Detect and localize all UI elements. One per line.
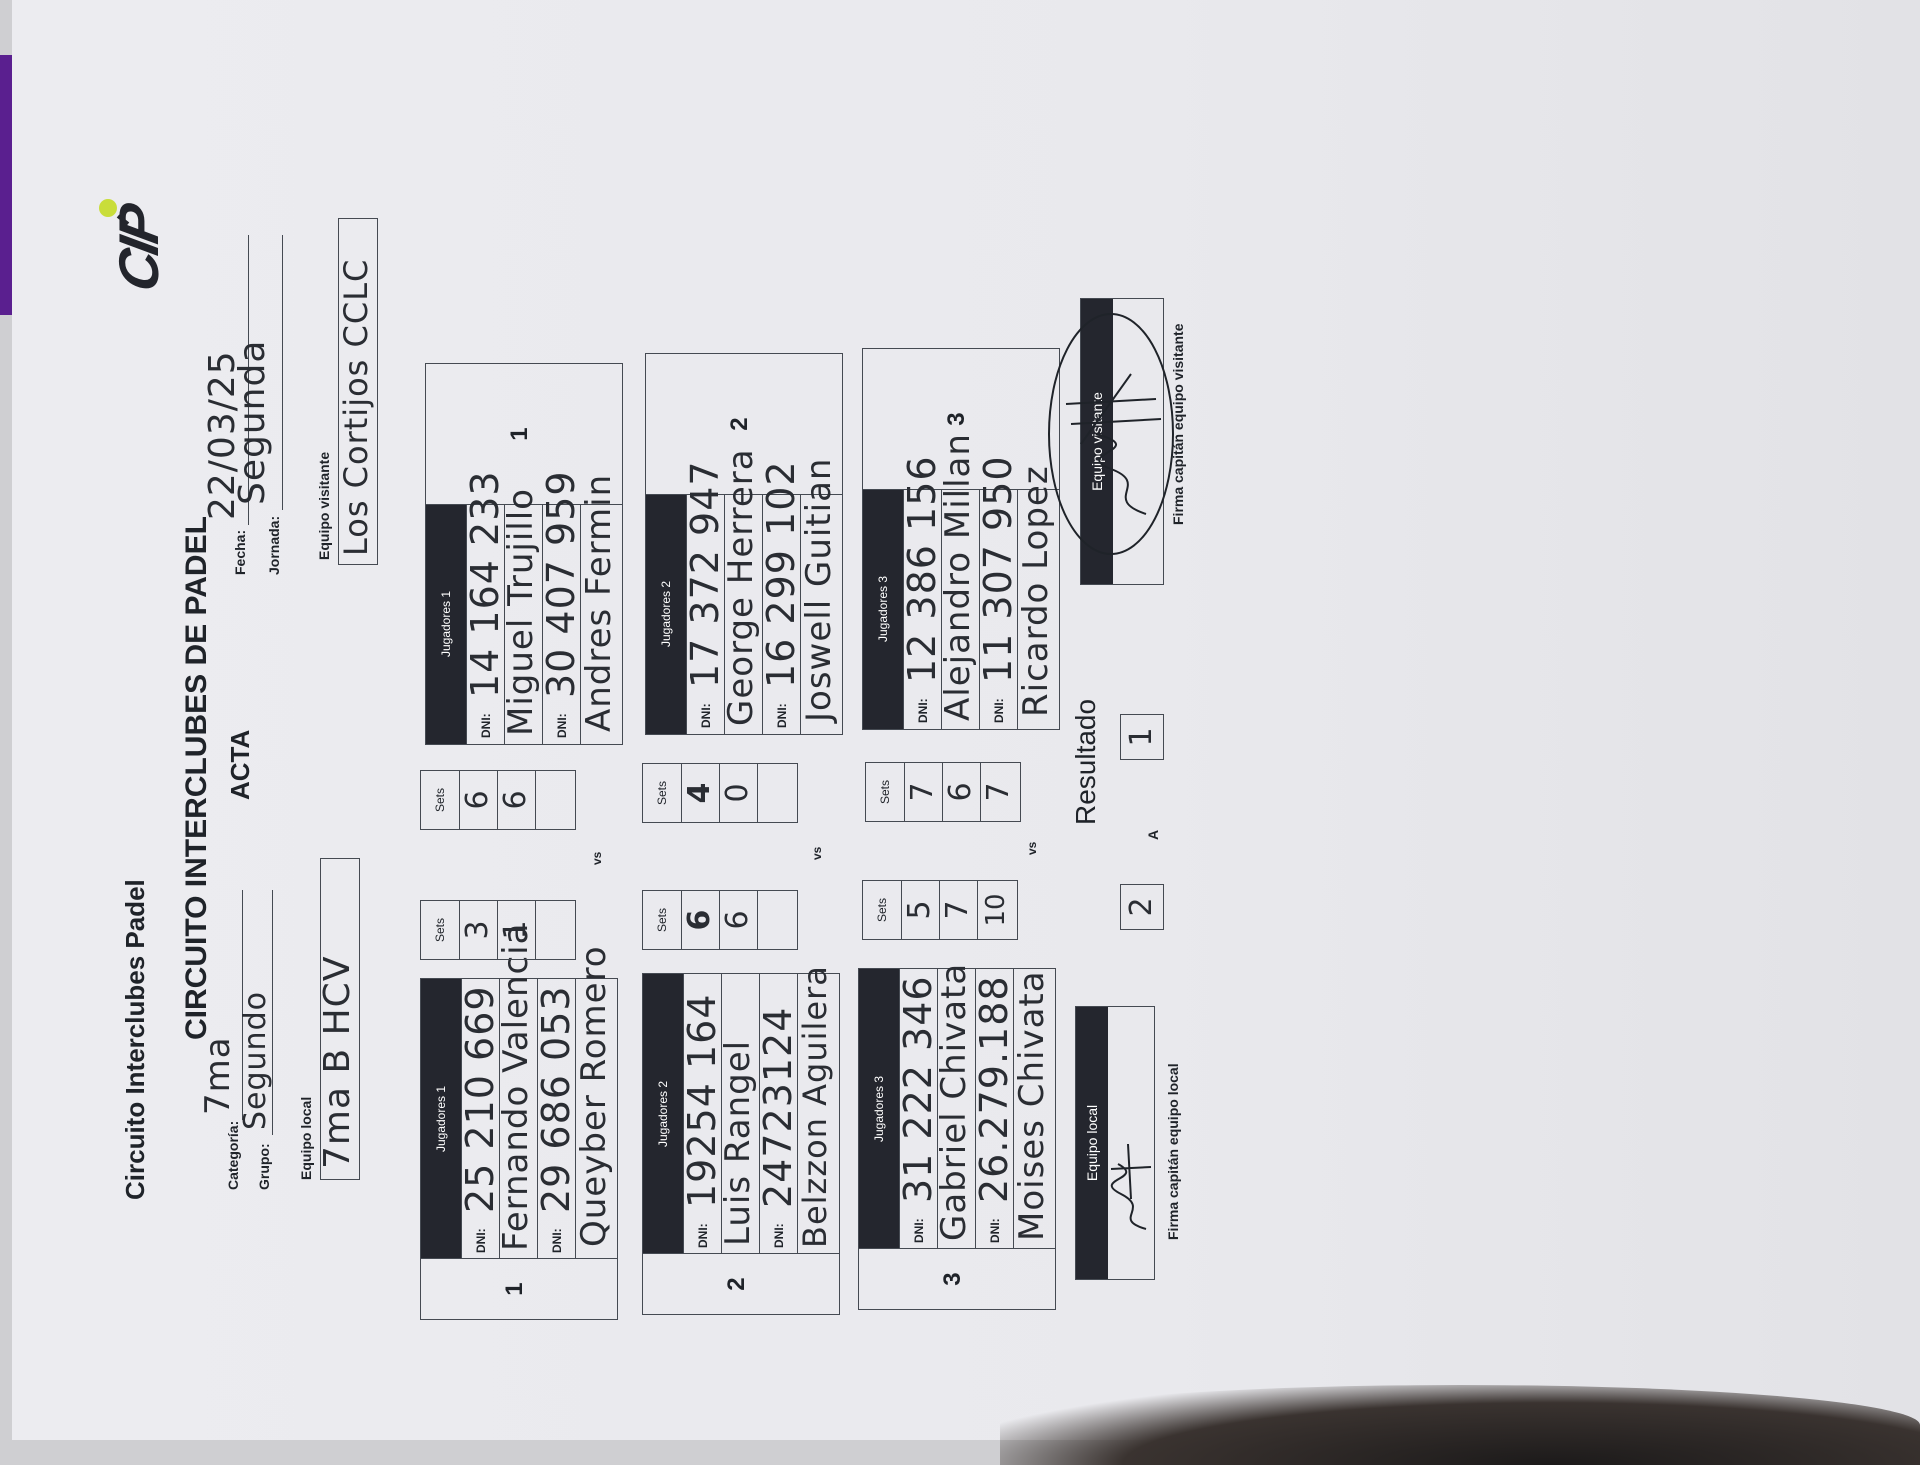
grupo-line xyxy=(272,890,273,1135)
match1-visit-dni2: 30 407 959 xyxy=(539,470,583,698)
match3-visit-dni2: 11 307 950 xyxy=(976,455,1020,683)
result-local-score[interactable]: 2 xyxy=(1120,884,1164,930)
fecha-label: Fecha: xyxy=(232,529,248,575)
match1-visit-header: Jugadores 1 xyxy=(426,504,466,744)
categoria-label: Categoría: xyxy=(225,1120,241,1190)
match1-local-header: Jugadores 1 xyxy=(421,979,461,1259)
acta-label: ACTA xyxy=(225,729,255,800)
match1-local-name1: Fernando Valencia xyxy=(496,922,536,1251)
match3-local-table: Jugadores 3 3 DNI: 31 222 346 Gabriel Ch… xyxy=(858,963,1056,1310)
match2-number: 2 xyxy=(723,1277,750,1291)
match2-local-name1: Luis Rangel xyxy=(718,1039,758,1246)
match3-number: 3 xyxy=(939,1272,966,1286)
match1-visit-number: 1 xyxy=(506,427,533,441)
match3-vs: vs xyxy=(1025,841,1039,855)
match1-visit-sets[interactable]: Sets 6 6 xyxy=(420,770,576,830)
visit-signature xyxy=(1048,313,1174,555)
match1-local-name2: Queyber Romero xyxy=(574,945,614,1247)
brand-title: Circuito Interclubes Padel xyxy=(120,879,150,1200)
match1-local-row1: DNI: 25 210 669 xyxy=(458,979,502,1259)
finger-shadow xyxy=(1000,1385,1920,1465)
form-heading: CIRCUITO INTERCLUBES DE PADEL xyxy=(180,516,213,1040)
match3-visit-sets[interactable]: Sets 7 6 7 xyxy=(865,762,1021,822)
result-visit-score[interactable]: 1 xyxy=(1120,714,1164,760)
visit-signature-caption: Firma capitán equipo visitante xyxy=(1170,323,1186,526)
match2-local-name2: Belzzon Aguilera xyxy=(796,965,834,1248)
match3-local-name2: Moises Chivata xyxy=(1012,970,1052,1241)
match2-visit-sets[interactable]: Sets 4 0 xyxy=(642,763,798,823)
equipo-visitante-label: Equipo visitante xyxy=(316,451,332,560)
match2-local-dni2: 24723124 xyxy=(756,1006,800,1208)
match2-local-table: Jugadores 2 2 DNI: 19254 164 Luis Rangel… xyxy=(642,965,840,1315)
match3-visit-name1: Alejandro Millan xyxy=(938,433,978,721)
match1-local-dni2: 29 686 053 xyxy=(534,985,578,1213)
grupo-value: Segundo xyxy=(238,991,273,1130)
grupo-label: Grupo: xyxy=(256,1143,272,1190)
jornada-line xyxy=(282,235,283,510)
match2-visit-name2: Joswell Guitian xyxy=(799,457,839,722)
match2-visit-table: Jugadores 2 2 DNI: 17 372 947 George Her… xyxy=(645,353,843,735)
match2-vs: vs xyxy=(810,846,824,860)
equipo-local-box[interactable]: 7ma B HCV xyxy=(317,858,360,1180)
equipo-visitante-value: Los Cortijos CCLC xyxy=(337,258,375,556)
match1-local-table: Jugadores 1 1 DNI: 25 210 669 Fernando V… xyxy=(420,923,618,1320)
purple-folder-edge xyxy=(0,55,14,315)
match3-local-dni2: 26.279.188 xyxy=(972,975,1016,1203)
padel-ball-icon xyxy=(99,199,130,226)
visit-signature-box[interactable]: Equipo visitante xyxy=(1048,298,1174,585)
result-a-label: A xyxy=(1145,829,1161,840)
match1-local-sets[interactable]: Sets 3 1 xyxy=(420,900,576,960)
equipo-local-value: 7ma B HCV xyxy=(317,955,358,1169)
match1-visit-table: Jugadores 1 1 DNI: 14 164 233 Miguel Tru… xyxy=(425,363,623,745)
local-signature-box[interactable]: Equipo local xyxy=(1075,1006,1155,1280)
match1-visit-name2: Andres Fermin xyxy=(579,473,619,732)
jornada-value: Segunda xyxy=(232,339,273,505)
equipo-visitante-box[interactable]: Los Cortijos CCLC xyxy=(337,218,378,565)
match2-visit-name1: George Herrera xyxy=(721,448,761,726)
match3-local-name1: Gabriel Chivata xyxy=(934,962,974,1241)
cip-logo: CIP xyxy=(90,180,185,296)
paper-sheet xyxy=(12,0,1920,1440)
local-signature xyxy=(1110,1143,1152,1230)
equipo-local-label: Equipo local xyxy=(298,1096,314,1180)
match3-visit-table: Jugadores 3 3 DNI: 12 386 156 Alejandro … xyxy=(862,348,1060,730)
match3-local-sets[interactable]: Sets 5 7 10 xyxy=(862,880,1018,940)
match1-local-row3: DNI: 29 686 053 xyxy=(534,979,578,1259)
resultado-title: Resultado xyxy=(1070,698,1101,825)
match1-visit-name1: Miguel Trujillo xyxy=(501,488,541,736)
match1-number: 1 xyxy=(501,1282,528,1296)
match1-vs: vs xyxy=(590,851,604,865)
match1-local-row4: Queyber Romero xyxy=(574,945,616,1259)
acta-form: Circuito Interclubes Padel CIP CIRCUITO … xyxy=(99,120,1320,1320)
local-signature-caption: Firma capitán equipo local xyxy=(1165,1063,1181,1240)
match2-local-sets[interactable]: Sets 6 6 xyxy=(642,890,798,950)
match2-visit-dni2: 16 299 102 xyxy=(759,460,803,688)
categoria-value: 7ma xyxy=(198,1036,238,1115)
match1-local-row2: Fernando Valencia xyxy=(496,923,538,1259)
jornada-label: Jornada: xyxy=(266,515,282,575)
